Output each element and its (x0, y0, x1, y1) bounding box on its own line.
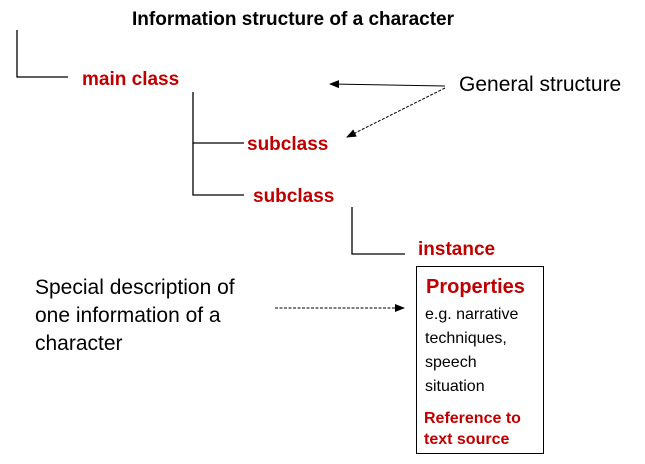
main-class-node: main class (82, 69, 180, 90)
special-description-line: Special description of (35, 276, 235, 299)
special-description-label: Special description of one information o… (35, 274, 275, 358)
properties-heading: Properties (426, 276, 525, 298)
properties-description-line: techniques, (425, 330, 507, 347)
subclass-node-2: subclass (253, 186, 335, 207)
special-description-line: character (35, 332, 123, 355)
diagram-title: Information structure of a character (132, 9, 455, 30)
main-to-subclass-1-connector (192, 92, 244, 144)
instance-node: instance (418, 239, 496, 260)
properties-description-line: speech (425, 354, 477, 371)
main-to-subclass-2-connector (192, 143, 244, 196)
subclass-node-1: subclass (247, 134, 329, 155)
properties-description-line: e.g. narrative (425, 306, 519, 323)
root-connector (16, 30, 68, 78)
subclass-to-instance-connector (351, 207, 405, 255)
properties-reference-line: Reference to (424, 410, 521, 427)
general-structure-arrow-1 (329, 80, 446, 89)
properties-description-line: situation (425, 378, 485, 395)
general-structure-label: General structure (459, 73, 622, 96)
special-description-line: one information of a (35, 304, 221, 327)
properties-reference-line: text source (424, 431, 510, 448)
properties-box: Properties e.g. narrative techniques, sp… (416, 266, 544, 454)
properties-description: e.g. narrative techniques, speech situat… (425, 303, 543, 399)
general-structure-arrow-2 (346, 87, 446, 138)
properties-reference: Reference to text source (424, 408, 521, 450)
